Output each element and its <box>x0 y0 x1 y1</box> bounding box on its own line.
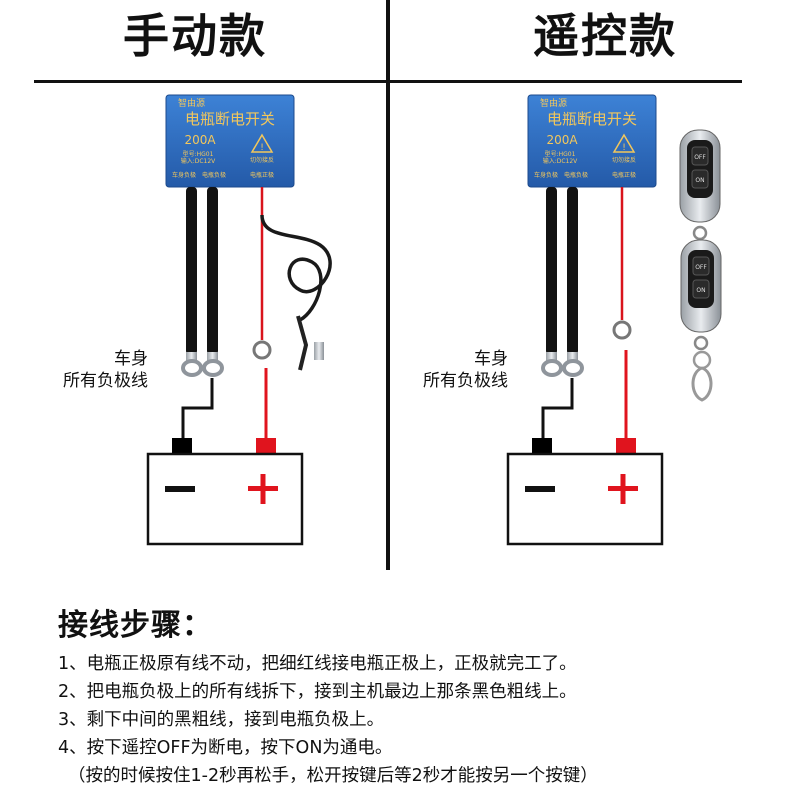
svg-text:!: ! <box>260 143 264 153</box>
negative-wires-label: 车身 所有负极线 <box>63 349 148 391</box>
module-brand: 智由源 <box>178 97 205 109</box>
module-current: 200A <box>184 133 216 147</box>
svg-text:!: ! <box>622 143 626 153</box>
wiring-diagram: 智由源 电瓶断电开关 200A 型号:HG01 输入:DC12V ! 切勿接反 … <box>146 94 722 546</box>
cable-battery-negative <box>207 187 218 355</box>
battery-remote <box>506 438 664 546</box>
step-1: 1、电瓶正极原有线不动，把细红线接电瓶正极上，正极就完工了。 <box>58 654 577 674</box>
warning-icon <box>250 133 274 153</box>
negative-wires-label-remote: 车身 所有负极线 <box>423 349 508 391</box>
svg-text:电瓶断电开关: 电瓶断电开关 <box>547 110 637 128</box>
wiring-steps: 接线步骤： 1、电瓶正极原有线不动，把细红线接电瓶正极上，正极就完工了。 2、把… <box>58 600 778 790</box>
cable-battery-negative-remote <box>567 187 578 355</box>
svg-text:车身负极: 车身负极 <box>534 171 558 179</box>
ring-terminal <box>181 352 224 377</box>
remote-key-fob-top: OFF ON <box>679 129 721 241</box>
svg-text:型号:HG01: 型号:HG01 <box>545 150 576 158</box>
svg-text:切勿接反: 切勿接反 <box>612 156 636 164</box>
term-load-label: 电瓶负极 <box>202 171 226 179</box>
remote-on-label: ON <box>695 177 704 184</box>
column-divider <box>386 0 390 570</box>
step-note: （按的时候按住1-2秒再松手，松开按键后等2秒才能按另一个按键） <box>68 766 598 786</box>
module-model: 型号:HG01 <box>183 150 214 158</box>
manual-module: 智由源 电瓶断电开关 200A 型号:HG01 输入:DC12V ! 切勿接反 … <box>165 94 295 188</box>
cable-body-negative <box>186 187 197 355</box>
svg-text:OFF: OFF <box>695 264 707 271</box>
svg-text:电瓶正极: 电瓶正极 <box>612 171 636 179</box>
steps-heading: 接线步骤： <box>58 608 213 643</box>
svg-text:200A: 200A <box>546 133 578 147</box>
svg-text:输入:DC12V: 输入:DC12V <box>543 157 578 165</box>
cable-body-negative-remote <box>546 187 557 355</box>
wire-to-negative-remote <box>541 378 574 440</box>
module-warning: 切勿接反 <box>250 156 274 164</box>
term-neg-label: 车身负极 <box>172 171 196 179</box>
ring-terminal-remote <box>541 352 584 377</box>
step-3: 3、剩下中间的黑粗线，接到电瓶负极上。 <box>58 710 385 730</box>
warning-icon <box>612 133 636 153</box>
title-manual: 手动款 <box>123 9 267 63</box>
wire-to-negative <box>181 378 214 440</box>
battery-manual <box>146 438 304 546</box>
module-name: 电瓶断电开关 <box>185 110 275 128</box>
svg-text:电瓶负极: 电瓶负极 <box>564 171 588 179</box>
title-remote: 遥控款 <box>533 9 677 63</box>
switch-knob-icon <box>314 342 324 360</box>
step-4: 4、按下遥控OFF为断电，按下ON为通电。 <box>58 738 393 758</box>
module-input: 输入:DC12V <box>181 157 216 165</box>
svg-text:智由源: 智由源 <box>540 97 567 109</box>
step-2: 2、把电瓶负极上的所有线拆下，接到主机最边上那条黑色粗线上。 <box>58 682 577 702</box>
remote-off-label: OFF <box>694 154 706 161</box>
remote-module: 智由源 电瓶断电开关 200A 型号:HG01 输入:DC12V ! 切勿接反 … <box>527 94 657 188</box>
battery-minus-icon <box>165 486 195 492</box>
remote-key-fob-bottom: OFF ON <box>680 239 722 402</box>
term-pos-label: 电瓶正极 <box>250 171 274 179</box>
keyring-icon <box>692 350 712 370</box>
svg-text:ON: ON <box>696 287 705 294</box>
switch-cable <box>260 214 332 322</box>
battery-minus-icon <box>525 486 555 492</box>
